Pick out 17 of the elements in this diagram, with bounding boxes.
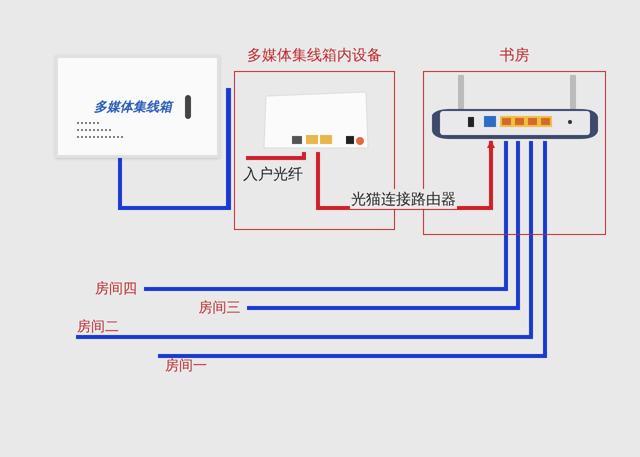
- network-cable: [158, 141, 547, 358]
- edge-label: 入户光纤: [242, 164, 304, 184]
- room-label: 房间二: [70, 317, 126, 337]
- network-cable: [144, 141, 508, 291]
- wiring-cabinet-panel: [55, 55, 220, 158]
- room-label: 房间三: [192, 298, 247, 318]
- network-cable: [118, 158, 226, 210]
- network-cable: [76, 141, 533, 339]
- room-label: 房间四: [88, 279, 144, 299]
- network-cable: [247, 141, 520, 310]
- edge-label: 光猫连接路由器: [350, 189, 457, 209]
- fiber-cable: [246, 152, 306, 160]
- fiber-cable: [316, 140, 495, 210]
- section-heading: 书房: [498, 45, 530, 66]
- cabinet-label: 多媒体集线箱: [94, 99, 172, 117]
- section-heading: 多媒体集线箱内设备: [246, 45, 383, 66]
- room-label: 房间一: [158, 356, 214, 376]
